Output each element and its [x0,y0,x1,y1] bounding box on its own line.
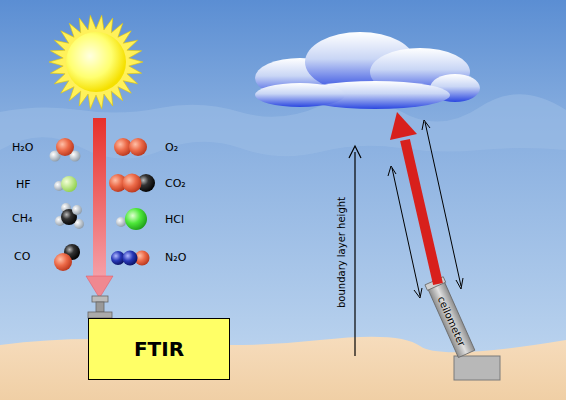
molecule-label: CO [14,250,30,263]
molecule-label: HF [16,178,31,191]
molecule-label: O₂ [165,141,178,154]
instrument-box: FTIR [88,318,230,380]
axis-label: boundary layer height [336,197,347,308]
molecule-label: CO₂ [165,177,186,190]
molecule-label: N₂O [165,251,186,264]
molecule-label: HCl [165,213,184,226]
molecule-label: CH₄ [12,212,32,225]
molecule-label: H₂O [12,141,33,154]
node-text: FTIR [134,337,184,361]
